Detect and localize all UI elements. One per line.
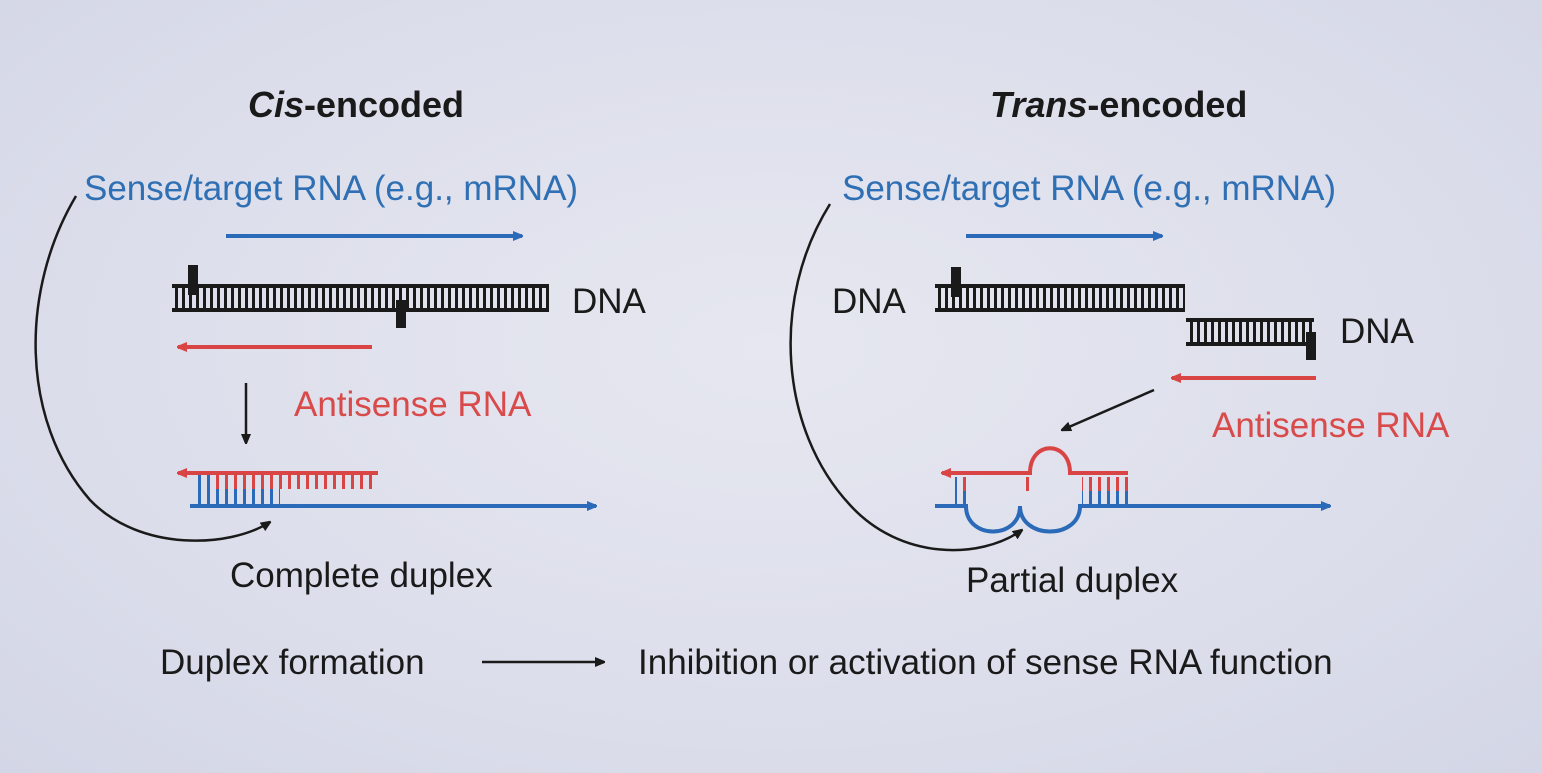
cis-complete-duplex	[178, 473, 596, 506]
trans-duplex-label: Partial duplex	[966, 561, 1179, 600]
footer: Duplex formation Inhibition or activatio…	[160, 643, 1333, 682]
cis-duplex-label: Complete duplex	[230, 556, 493, 595]
trans-title-rest: -encoded	[1087, 84, 1247, 125]
cis-title-rest: -encoded	[304, 84, 464, 125]
trans-sense-to-duplex-arrow	[789, 203, 1022, 552]
cis-title-italic: Cis	[248, 84, 304, 125]
trans-antisense-promoter-mark	[1306, 332, 1316, 360]
cis-sense-to-duplex-arrow	[34, 195, 270, 542]
cis-panel: Cis-encoded Sense/target RNA (e.g., mRNA…	[34, 84, 647, 595]
trans-title-italic: Trans	[990, 84, 1087, 125]
cis-sense-promoter-mark	[188, 265, 198, 295]
cis-dna-label: DNA	[572, 282, 647, 321]
footer-duplex-formation: Duplex formation	[160, 643, 425, 682]
trans-duplex-sense-strand	[935, 506, 1330, 534]
trans-panel: Trans-encoded Sense/target RNA (e.g., mR…	[789, 84, 1450, 600]
cis-title: Cis-encoded	[248, 84, 464, 125]
cis-antisense-label: Antisense RNA	[294, 385, 532, 424]
cis-sense-label: Sense/target RNA (e.g., mRNA)	[84, 169, 578, 208]
footer-outcome: Inhibition or activation of sense RNA fu…	[638, 643, 1333, 682]
trans-dna-locus-1	[935, 267, 1185, 312]
trans-duplex-antisense-strand	[942, 446, 1128, 473]
trans-partial-duplex	[935, 446, 1330, 534]
trans-dna-label-2: DNA	[1340, 312, 1415, 351]
trans-sense-promoter-mark	[951, 267, 961, 297]
trans-title: Trans-encoded	[990, 84, 1247, 125]
trans-pairing-arrow	[1062, 388, 1155, 430]
trans-sense-label: Sense/target RNA (e.g., mRNA)	[842, 169, 1336, 208]
cis-antisense-promoter-mark	[396, 300, 406, 328]
trans-antisense-label: Antisense RNA	[1212, 406, 1450, 445]
cis-dna-duplex	[172, 265, 549, 328]
trans-dna-label-1: DNA	[832, 282, 907, 321]
trans-dna-locus-2	[1186, 318, 1316, 360]
